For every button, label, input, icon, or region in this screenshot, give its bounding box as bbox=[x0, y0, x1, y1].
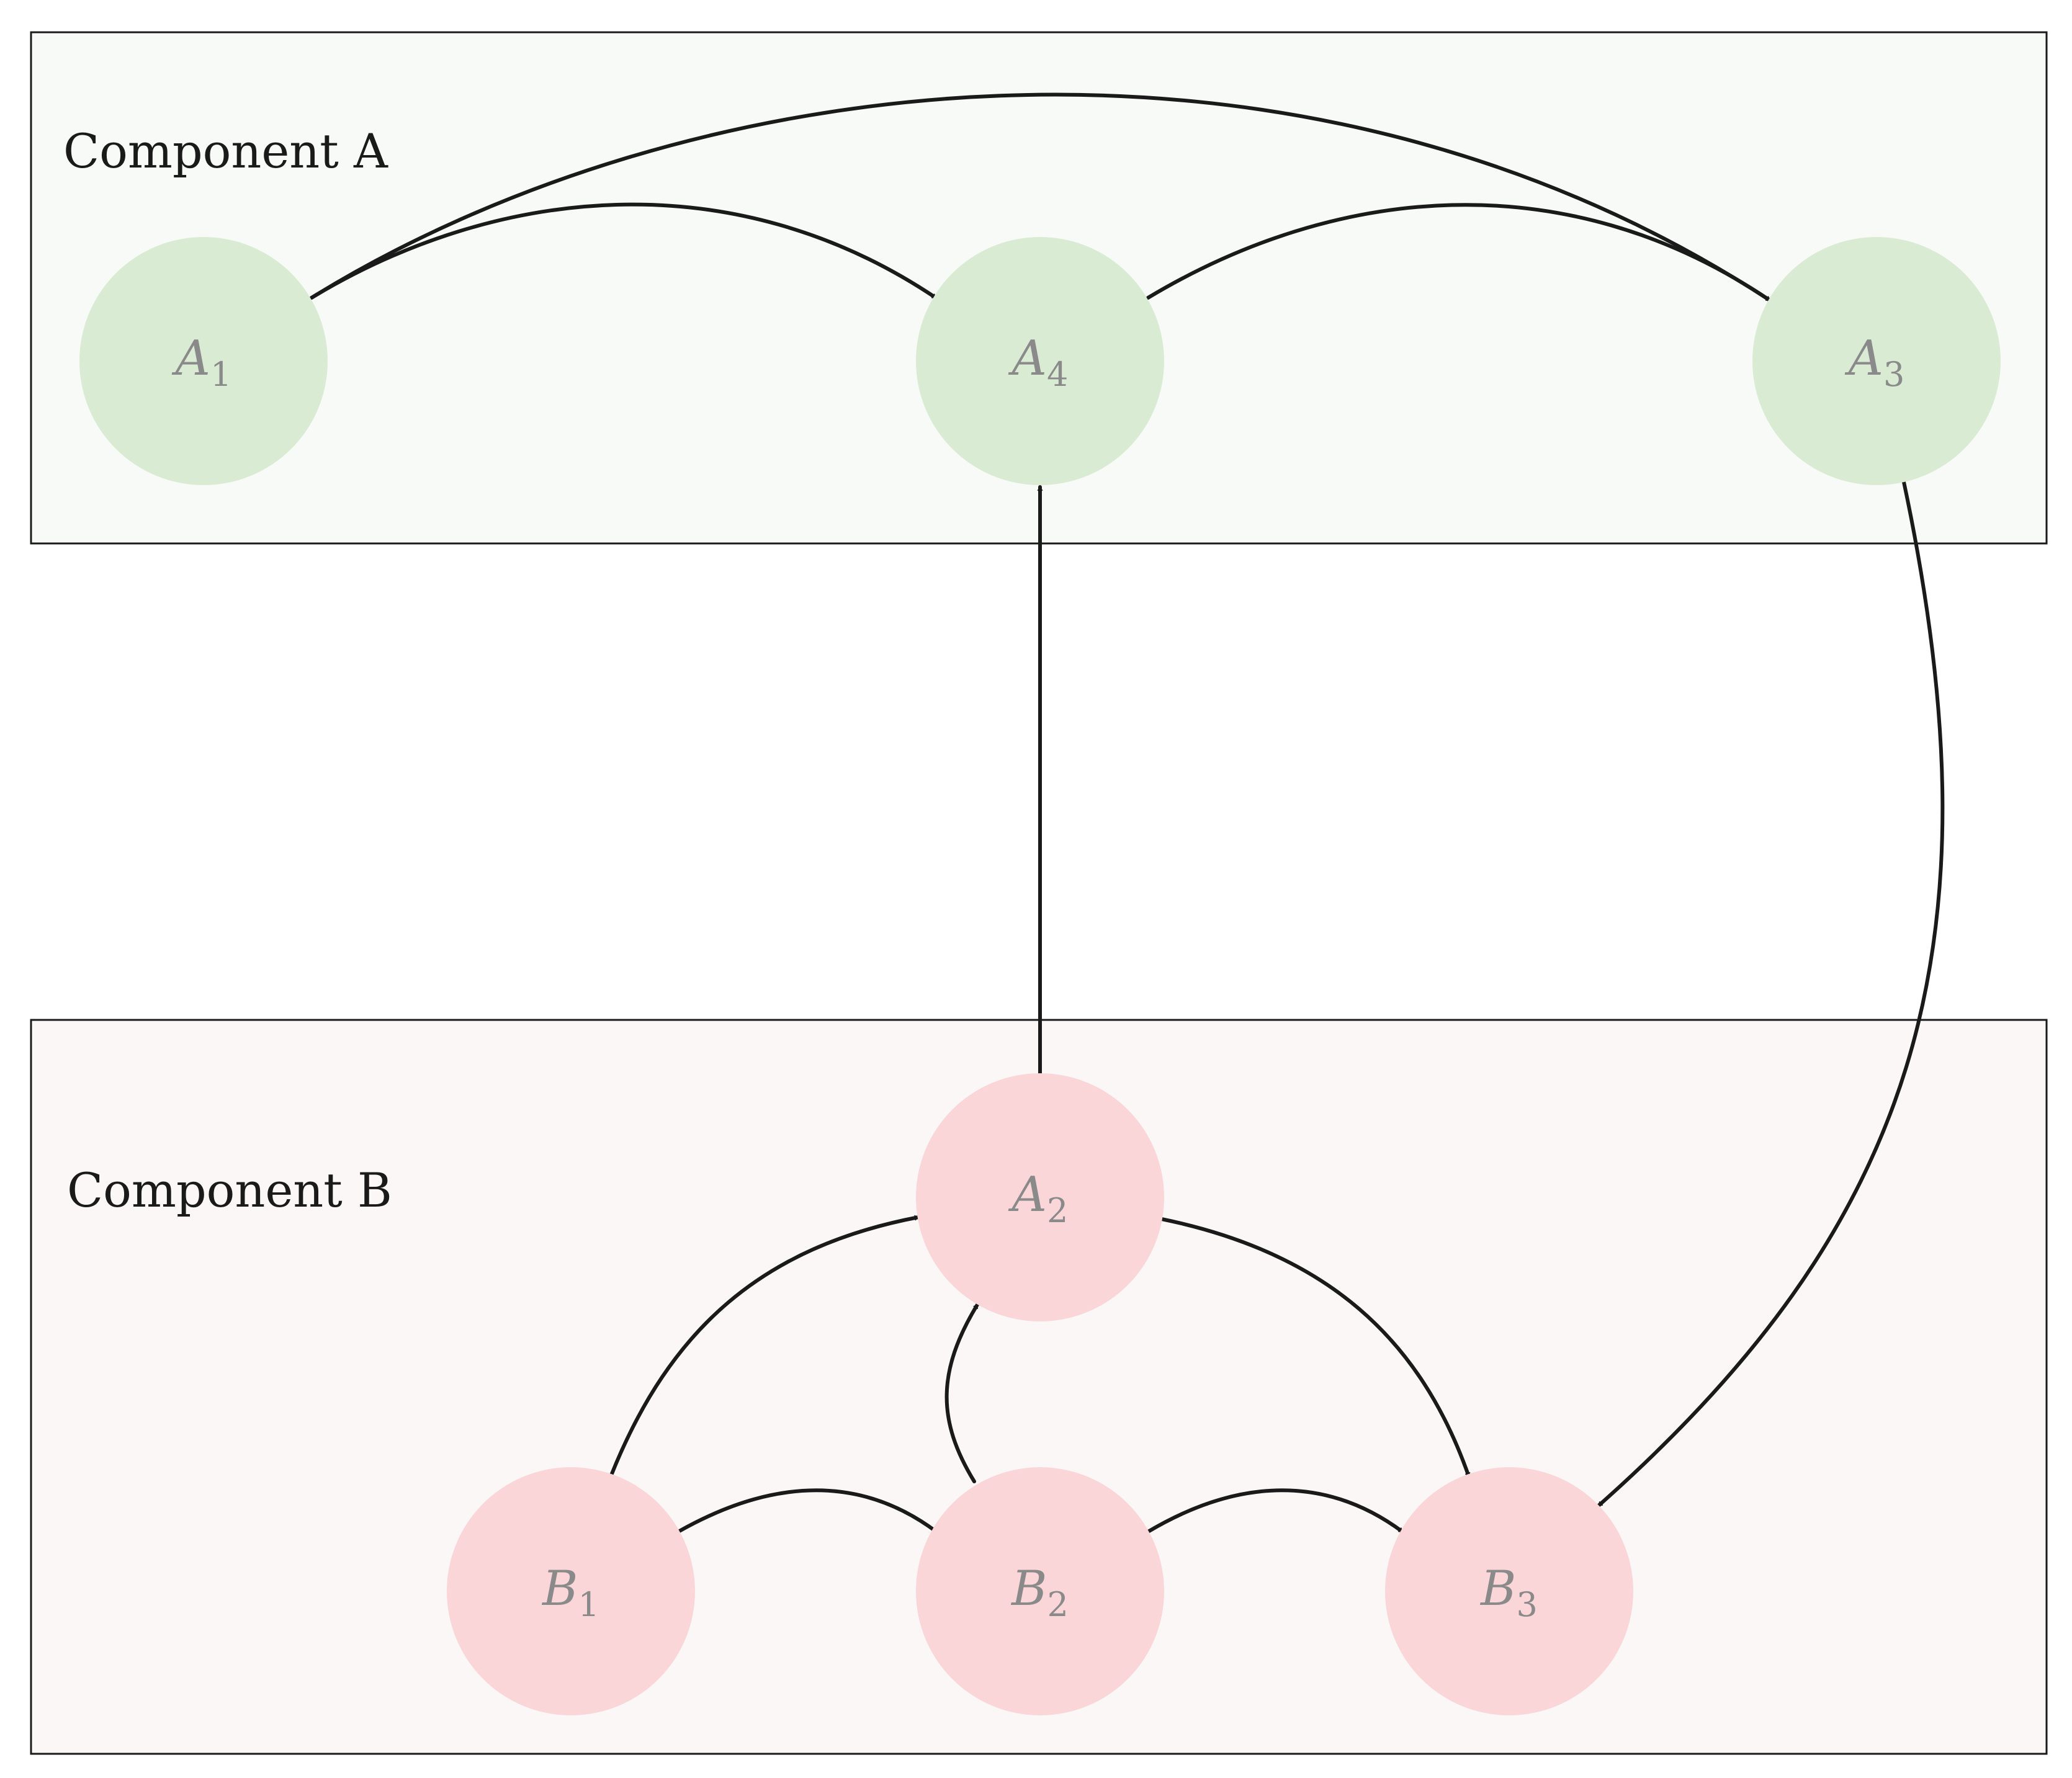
component-a-title: Component A bbox=[63, 123, 388, 179]
node-b3-circle bbox=[1385, 1467, 1633, 1715]
node-a3: A3 bbox=[1752, 237, 2001, 485]
edge-a4-a3 bbox=[1146, 203, 1772, 302]
node-b2-label: B2 bbox=[1010, 1561, 1069, 1624]
node-b1-circle bbox=[447, 1467, 695, 1715]
node-a3-label: A3 bbox=[1845, 331, 1905, 394]
node-a1-circle bbox=[79, 237, 328, 485]
node-a4-label: A4 bbox=[1008, 331, 1069, 394]
node-a2: A2 bbox=[916, 1073, 1164, 1321]
node-b2: B2 bbox=[916, 1467, 1164, 1715]
node-a4-circle bbox=[916, 237, 1164, 485]
node-b1-label: B1 bbox=[541, 1561, 599, 1624]
node-b3: B3 bbox=[1385, 1467, 1633, 1715]
edge-a2-b3 bbox=[1160, 1217, 1471, 1478]
node-a3-circle bbox=[1752, 237, 2001, 485]
node-b2-circle bbox=[916, 1467, 1164, 1715]
edge-a3-b3 bbox=[1597, 480, 1945, 1508]
node-a2-label: A2 bbox=[1008, 1167, 1069, 1230]
edge-b2-b3 bbox=[1146, 1488, 1404, 1534]
node-a2-circle bbox=[916, 1073, 1164, 1321]
node-b1: B1 bbox=[447, 1467, 695, 1715]
node-a4: A4 bbox=[916, 237, 1164, 485]
edge-a1-a4 bbox=[310, 202, 938, 300]
component-b-title: Component B bbox=[67, 1163, 392, 1218]
edge-b1-a2 bbox=[609, 1215, 920, 1477]
node-b3-label: B3 bbox=[1479, 1561, 1538, 1624]
node-a1: A1 bbox=[79, 237, 328, 485]
edge-a1-a3 bbox=[310, 92, 1772, 302]
edge-b1-b2 bbox=[676, 1488, 938, 1534]
node-a1-label: A1 bbox=[172, 331, 232, 394]
edge-b2-a2 bbox=[944, 1303, 979, 1483]
